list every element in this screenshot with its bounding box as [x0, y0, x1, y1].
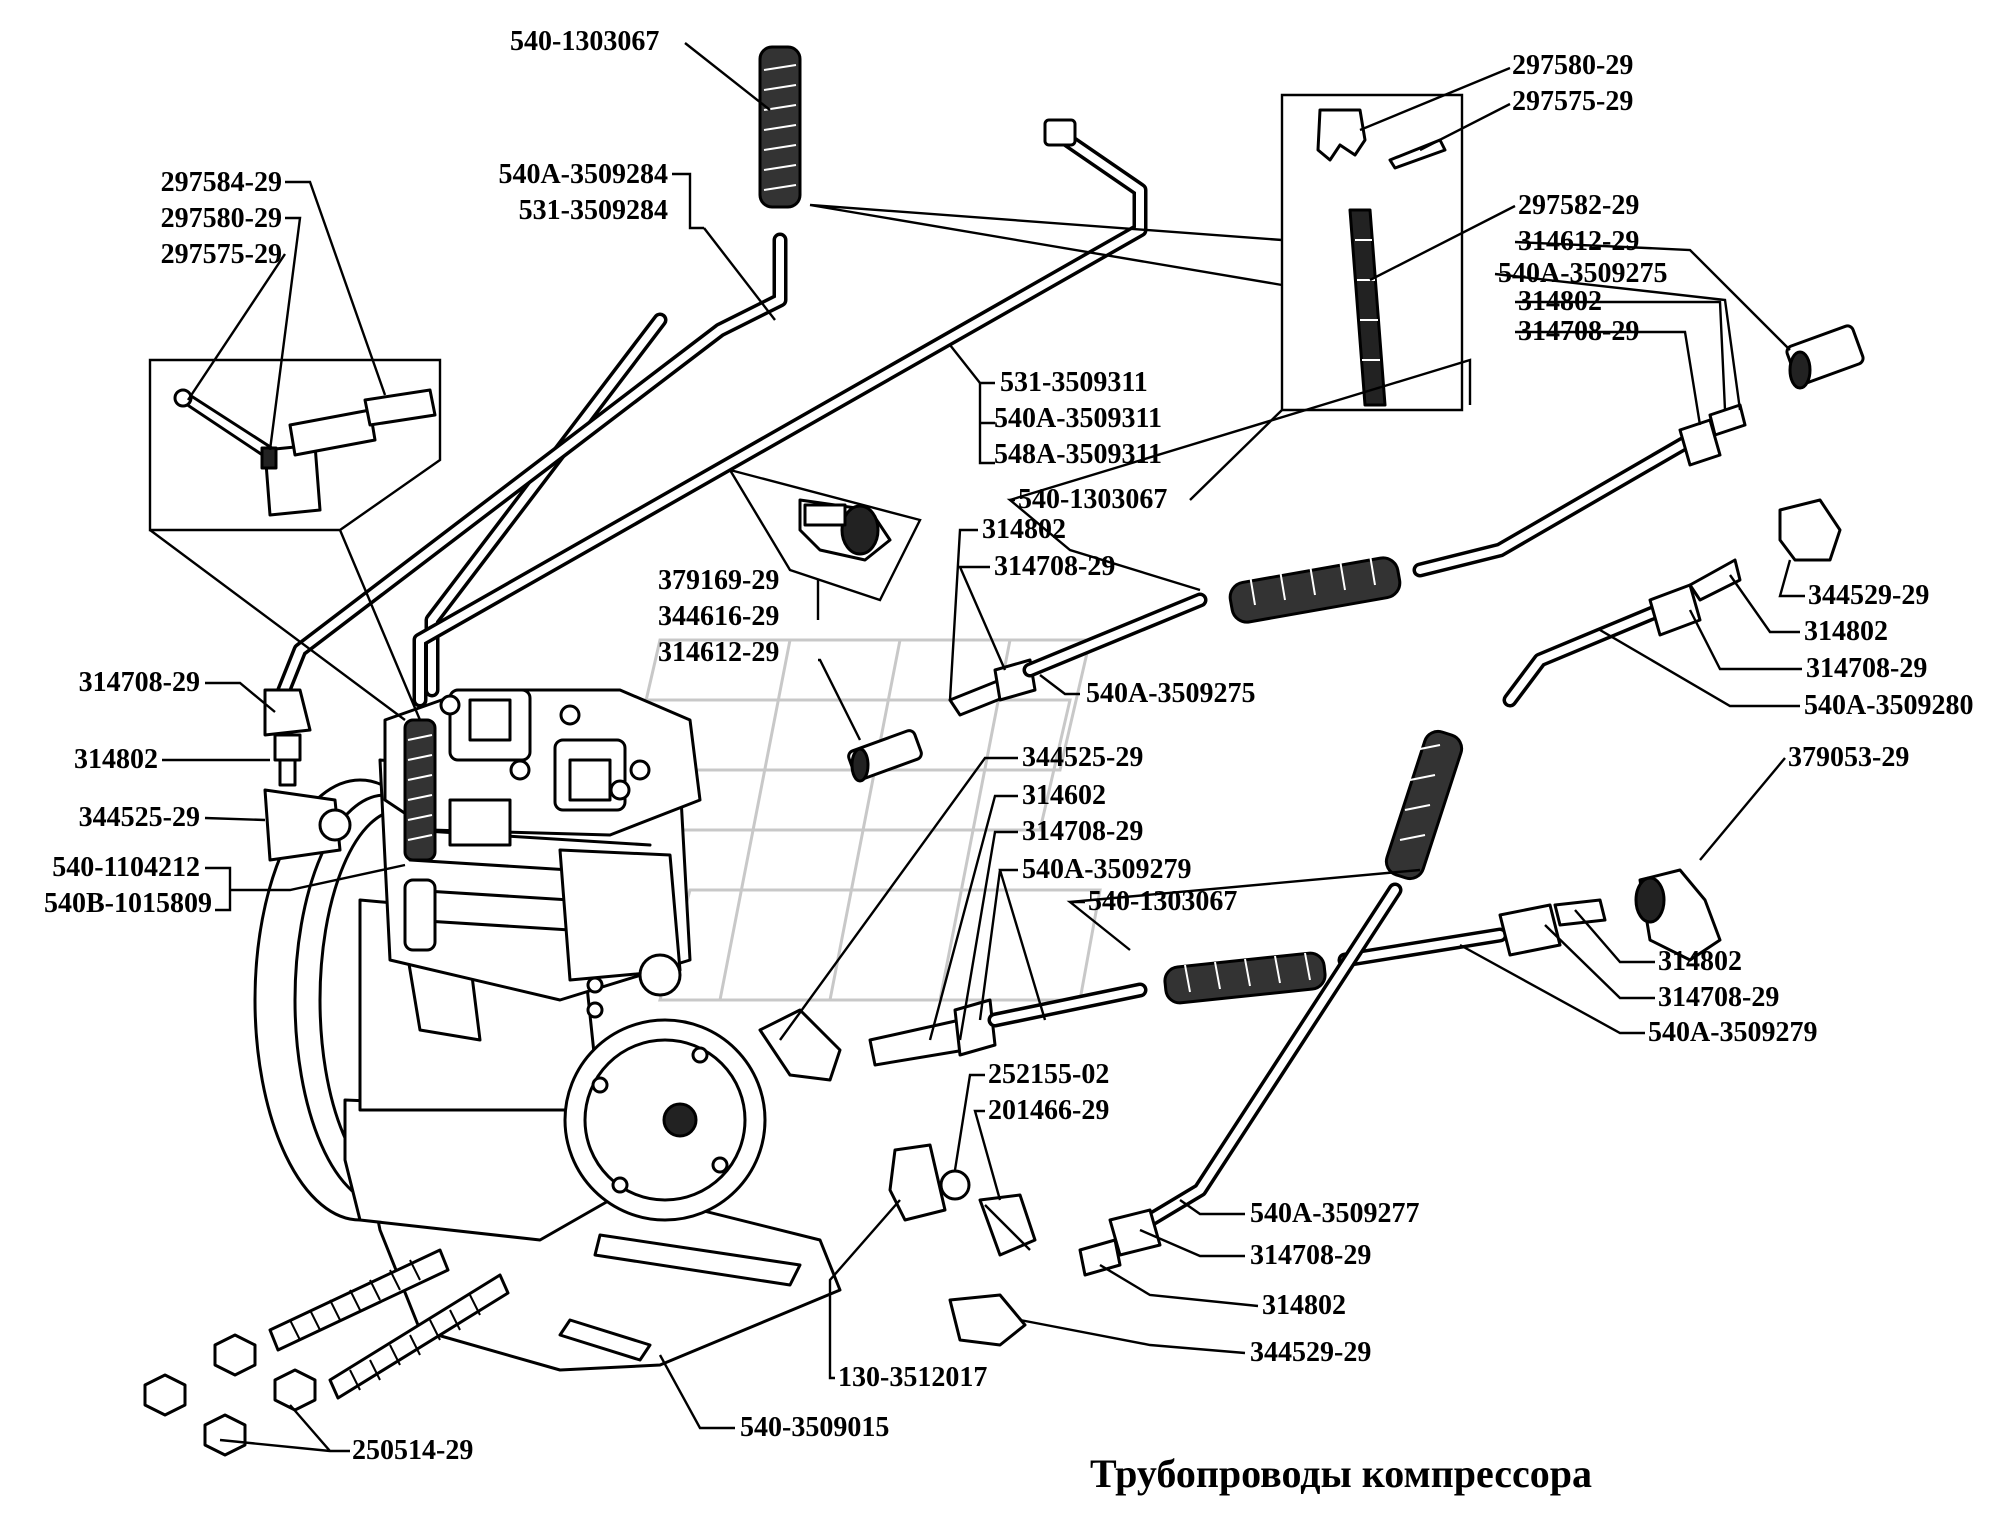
part-label: 531-3509284: [519, 195, 668, 226]
part-label: 379053-29: [1788, 742, 1909, 773]
compressor-assembly: [253, 312, 842, 1372]
left-fittings: [263, 688, 352, 862]
part-label: 540А-3509279: [1022, 854, 1192, 885]
part-label: 297580-29: [161, 203, 282, 234]
detail-box-clamp: [727, 468, 922, 602]
bracket-ring-bolt: [888, 1143, 1037, 1257]
diagram-title: Трубопроводы компрессора: [1090, 1451, 1592, 1496]
part-label: 540А-3509275: [1498, 258, 1668, 289]
part-label: 379169-29: [658, 565, 779, 596]
detail-box-hose: [1280, 93, 1464, 412]
part-label: 314802: [982, 514, 1066, 545]
part-label: 314708-29: [1658, 982, 1779, 1013]
part-label: 540А-3509280: [1804, 690, 1974, 721]
tube-diagonal-long: [948, 882, 1403, 1347]
part-label: 540А-3509275: [1086, 678, 1256, 709]
part-label: 130-3512017: [838, 1362, 987, 1393]
part-label: 314708-29: [1022, 816, 1143, 847]
part-label: 344529-29: [1250, 1337, 1371, 1368]
studs-and-nuts: [143, 1248, 510, 1457]
part-label: 314802: [1658, 946, 1742, 977]
part-label: 540А-3509277: [1250, 1198, 1420, 1229]
part-label: 314802: [1804, 616, 1888, 647]
part-label: 344616-29: [658, 601, 779, 632]
leader-lines: [149, 42, 1805, 1453]
part-label: 540А-3509284: [498, 159, 668, 190]
tube-center-upper: [948, 432, 1698, 717]
detail-box-clip: [148, 358, 442, 532]
part-label: 314708-29: [1806, 653, 1927, 684]
part-label: 344529-29: [1808, 580, 1929, 611]
part-label: 297582-29: [1518, 190, 1639, 221]
hose-lower-right: [1384, 729, 1722, 962]
part-label: 252155-02: [988, 1059, 1109, 1090]
part-label: 314802: [74, 744, 158, 775]
part-label: 540А-3509311: [994, 403, 1162, 434]
part-label: 314802: [1262, 1290, 1346, 1321]
part-label: 314612-29: [658, 637, 779, 668]
part-label: 344525-29: [79, 802, 200, 833]
part-label: 540-1303067: [1018, 484, 1167, 515]
part-label: 297580-29: [1512, 50, 1633, 81]
part-label: 314708-29: [994, 551, 1115, 582]
part-label: 297575-29: [1512, 86, 1633, 117]
part-label: 297584-29: [161, 167, 282, 198]
part-label: 548А-3509311: [994, 439, 1162, 470]
part-label: 314708-29: [1518, 316, 1639, 347]
part-label: 540-3509015: [740, 1412, 889, 1443]
part-label: 201466-29: [988, 1095, 1109, 1126]
part-label: 540-1303067: [1088, 886, 1237, 917]
tube-lower-center: [758, 898, 1607, 1082]
part-label: 540-1303067: [510, 26, 659, 57]
part-label: 314708-29: [79, 667, 200, 698]
part-label: 540-1104212: [52, 852, 200, 883]
part-label: 344525-29: [1022, 742, 1143, 773]
fitting-314612-mid: [847, 729, 923, 783]
tube-right-mid: [1502, 498, 1842, 708]
right-top-fittings: [1678, 324, 1865, 467]
part-label: 297575-29: [161, 239, 282, 270]
part-label: 314802: [1518, 286, 1602, 317]
part-label: 314612-29: [1518, 226, 1639, 257]
part-label: 540В-1015809: [44, 888, 212, 919]
part-label: 250514-29: [352, 1435, 473, 1466]
part-label: 540А-3509279: [1648, 1017, 1818, 1048]
part-label: 531-3509311: [1000, 367, 1148, 398]
part-labels: 540-1303067 297580-29 297575-29 540А-350928…: [44, 26, 1974, 1466]
part-label: 314708-29: [1250, 1240, 1371, 1271]
hose-top: [272, 45, 802, 708]
part-label: 314602: [1022, 780, 1106, 811]
